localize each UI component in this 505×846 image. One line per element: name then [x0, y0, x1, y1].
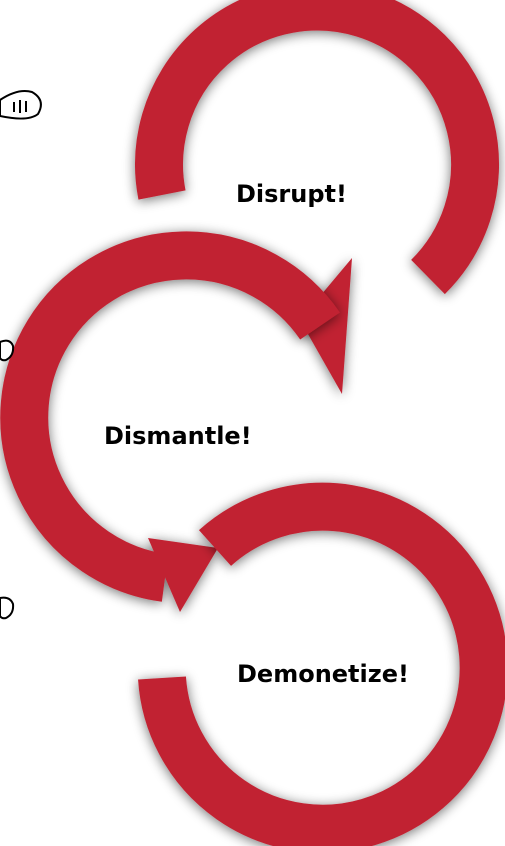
arrow-dismantle [0, 231, 340, 612]
left-edge-fragment-middle [0, 339, 15, 362]
arrow-disrupt [135, 0, 500, 394]
step-label-disrupt: Disrupt! [236, 180, 347, 208]
step-label-dismantle: Dismantle! [104, 422, 252, 450]
step-label-demonetize: Demonetize! [237, 660, 409, 688]
left-edge-fragment-bottom [0, 596, 15, 620]
left-edge-fragment-top [0, 90, 42, 120]
arrow-demonetize [138, 482, 505, 846]
